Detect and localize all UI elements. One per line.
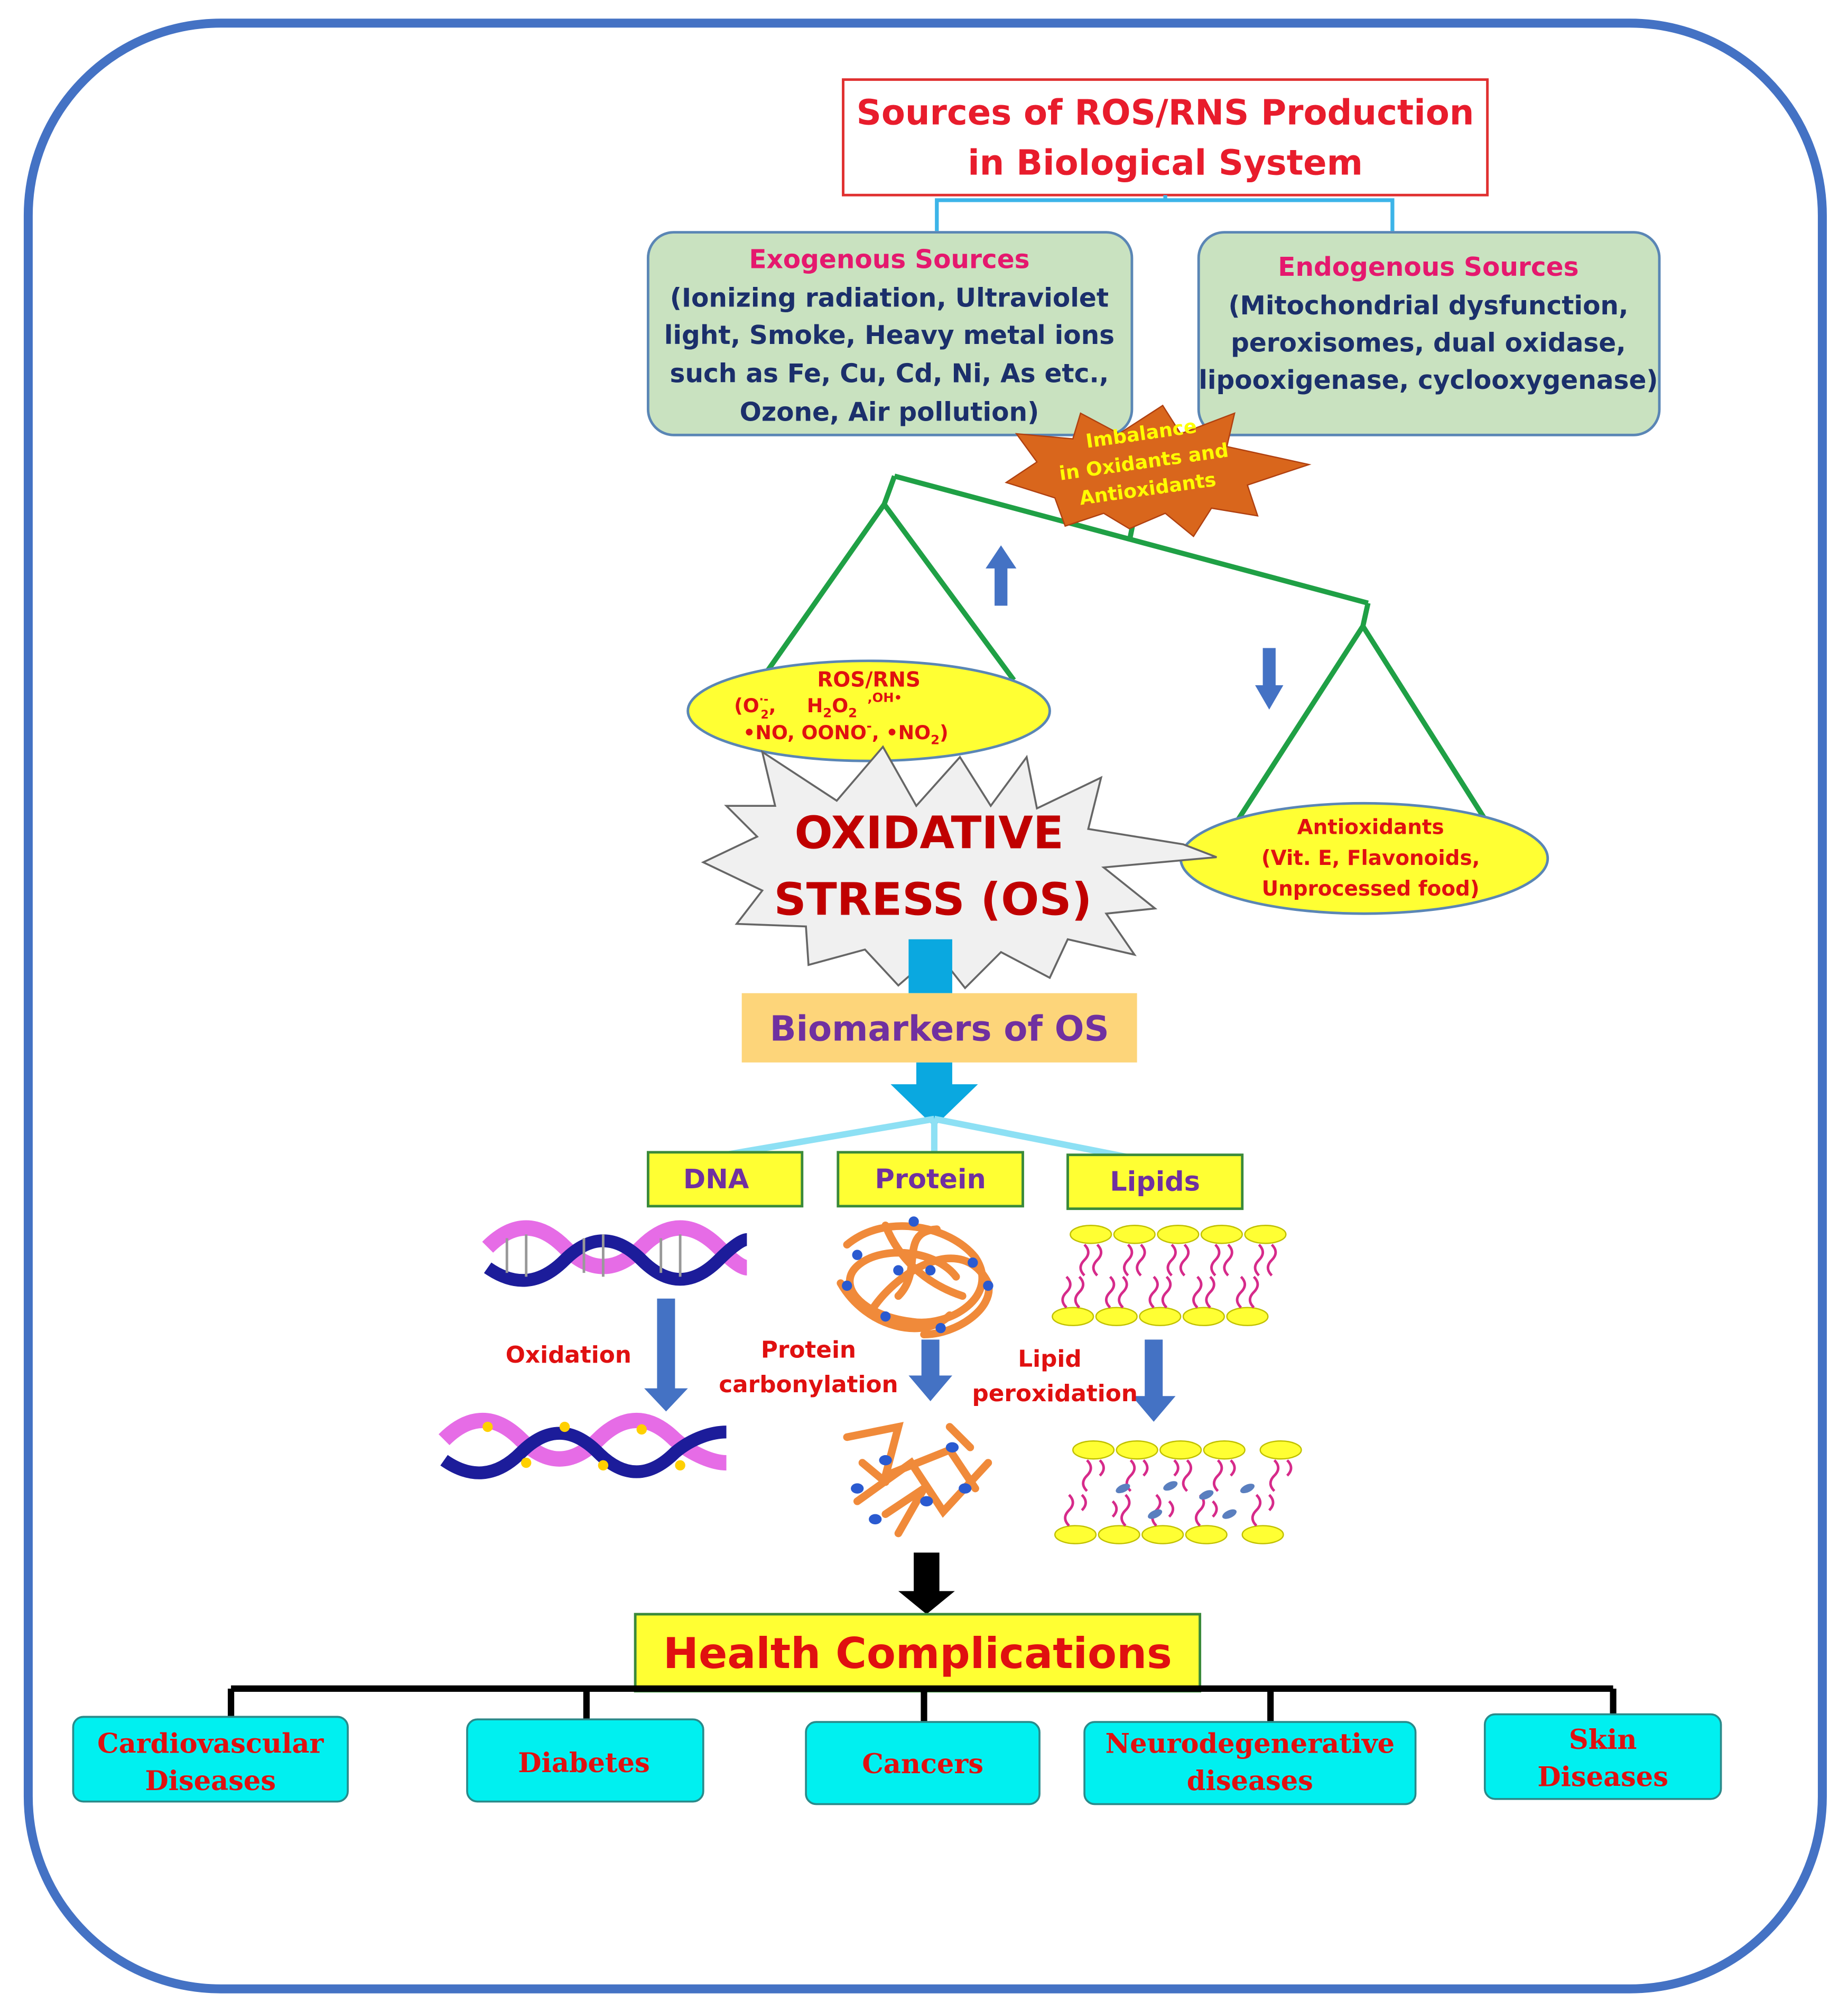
antioxidants-line-2: (Vit. E, Flavonoids,	[1261, 846, 1480, 870]
biomarkers-box	[741, 993, 1137, 1063]
exogenous-line-4: Ozone, Air pollution)	[740, 398, 1039, 427]
disease-skin-line-1: Skin	[1569, 1724, 1637, 1756]
disease-box-cancers	[805, 1721, 1041, 1805]
oxidized-dna-icon	[438, 1412, 727, 1479]
disease-diabetes-label: Diabetes	[518, 1747, 649, 1779]
endogenous-line-3: lipooxigenase, cyclooxygenase)	[1199, 366, 1658, 395]
endogenous-heading: Endogenous Sources	[1278, 253, 1578, 282]
disease-box-skin	[1483, 1713, 1722, 1800]
disease-cardiovascular-line-2: Diseases	[145, 1765, 276, 1797]
disease-neurodegenerative-line-1: Neurodegenerative	[1106, 1728, 1395, 1759]
disease-cardiovascular-line-1: Cardiovascular	[97, 1728, 324, 1759]
endogenous-line-1: (Mitochondrial dysfunction,	[1228, 291, 1628, 321]
oxidative-stress-line-1: OXIDATIVE	[794, 807, 1064, 859]
increase-arrow-icon	[986, 545, 1017, 606]
biomarker-down-arrow	[890, 1062, 978, 1127]
title-line1: Sources of ROS/RNS Production	[857, 93, 1474, 133]
scale-left-arm-a	[759, 502, 887, 682]
imbalance-starburst	[1005, 404, 1312, 537]
ros-rns-title: ROS/RNS	[817, 668, 921, 692]
title-box	[842, 78, 1489, 197]
lipid-process-line-2: peroxidation	[972, 1380, 1137, 1407]
disease-box-cardiovascular	[72, 1716, 349, 1803]
biomarkers-label: Biomarkers of OS	[770, 1009, 1109, 1049]
lipids-label-box	[1066, 1153, 1244, 1210]
scale-left-arm-b	[882, 502, 1016, 682]
exogenous-heading: Exogenous Sources	[749, 245, 1029, 275]
oxidative-stress-line-2: STRESS (OS)	[774, 874, 1092, 926]
protein-label: Protein	[875, 1164, 986, 1195]
ros-rns-line-2: (O·-2,H2O2,OH•	[734, 690, 902, 722]
dna-process-arrow	[644, 1298, 688, 1412]
protein-tangle-icon	[837, 1216, 993, 1338]
scale-right-arm-a	[1232, 625, 1366, 827]
peroxidized-lipid-icon	[1054, 1440, 1302, 1544]
scale-right-hanger	[1360, 602, 1371, 627]
antioxidants-line-1: Antioxidants	[1297, 816, 1444, 840]
dna-label-box	[646, 1151, 804, 1208]
exogenous-line-3: such as Fe, Cu, Cd, Ni, As etc.,	[670, 359, 1109, 389]
lipid-process-arrow	[1131, 1339, 1176, 1422]
ros-rns-line-3: •NO, OONO-, •NO2)	[743, 718, 949, 748]
disease-tree	[228, 1685, 1617, 1722]
exogenous-line-2: light, Smoke, Heavy metal ions	[664, 321, 1115, 350]
scale-right-arm-b	[1360, 625, 1491, 827]
disease-cancers-label: Cancers	[862, 1748, 983, 1780]
disease-neurodegenerative-line-2: diseases	[1187, 1765, 1313, 1797]
disease-box-diabetes	[466, 1718, 704, 1803]
endogenous-line-2: peroxisomes, dual oxidase,	[1231, 328, 1626, 358]
lipid-process-line-1: Lipid	[1018, 1345, 1081, 1372]
dna-label: DNA	[683, 1164, 749, 1195]
scale-left-hanger	[881, 475, 897, 506]
os-to-biomarker-arrow	[908, 939, 952, 993]
balance-scale	[759, 473, 1491, 827]
endogenous-box	[1197, 231, 1661, 436]
protein-label-box	[837, 1151, 1024, 1208]
ros-rns-ellipse	[686, 659, 1051, 762]
antioxidants-line-3: Unprocessed food)	[1262, 877, 1480, 901]
lipid-bilayer-icon	[1052, 1225, 1287, 1326]
health-complications-label: Health Complications	[663, 1629, 1172, 1678]
protein-process-line-1: Protein	[761, 1336, 856, 1363]
exogenous-line-1: (Ionizing radiation, Ultraviolet	[670, 283, 1109, 313]
title-bracket	[935, 195, 1395, 231]
dna-helix-icon	[482, 1220, 748, 1287]
disease-skin-line-2: Diseases	[1537, 1762, 1668, 1793]
decrease-arrow-icon	[1255, 648, 1284, 710]
title-line2: in Biological System	[968, 143, 1363, 183]
protein-process-line-2: carbonylation	[719, 1371, 898, 1398]
protein-process-arrow	[908, 1339, 952, 1401]
target-branches	[725, 1115, 1130, 1161]
health-down-arrow	[898, 1552, 955, 1615]
disease-box-neurodegenerative	[1083, 1721, 1417, 1805]
lipids-label: Lipids	[1110, 1167, 1200, 1198]
dna-process-label: Oxidation	[506, 1342, 632, 1368]
exogenous-box	[646, 231, 1134, 436]
carbonylated-protein-icon	[843, 1422, 992, 1538]
health-complications-box	[634, 1613, 1202, 1693]
oxidative-stress-starburst	[701, 745, 1217, 990]
